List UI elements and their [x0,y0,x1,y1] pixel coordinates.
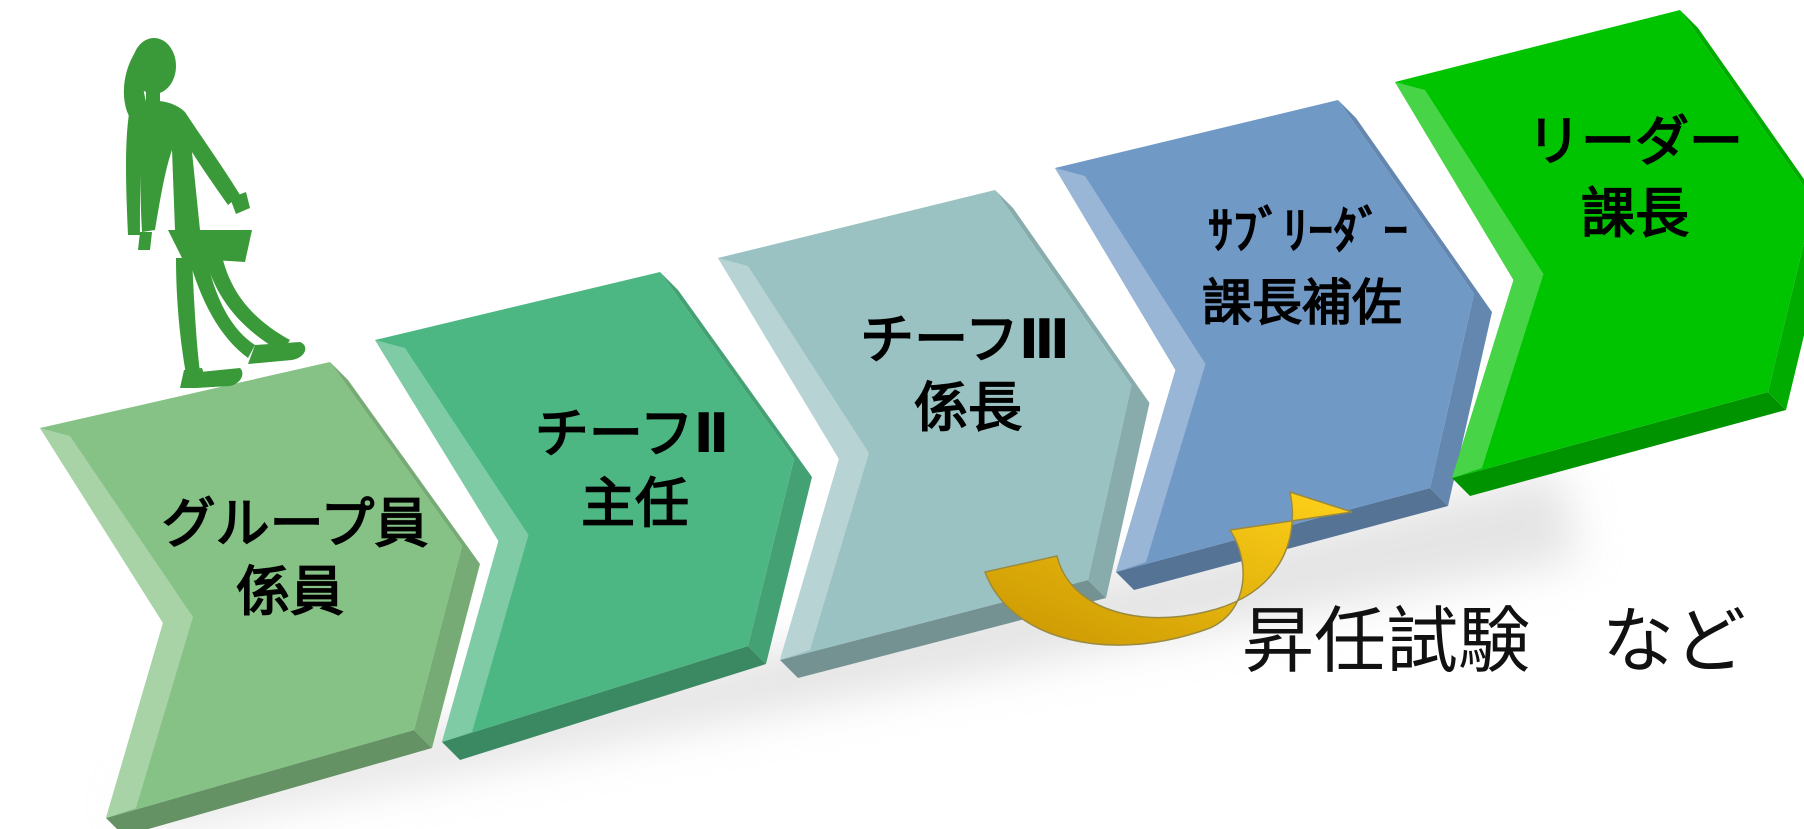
step-2: チーフⅡ 主任 [375,272,812,760]
step-3-position: 係長 [914,376,1023,439]
step-4-right-face [1338,100,1492,506]
step-5-bevel [1395,82,1544,478]
step-2-title: チーフⅡ [535,402,729,465]
step-1-bevel [40,428,193,818]
promotion-arrow [983,490,1353,646]
step-3-bevel [718,258,869,660]
step-4: ｻﾌﾞﾘｰﾀﾞｰ 課長補佐 [1055,100,1492,590]
step-3-title: チーフⅢ [860,308,1070,371]
step-2-bevel [375,340,529,742]
step-1-bottom-face [106,730,432,829]
step-5-right-face [1680,10,1804,410]
step-4-position: 課長補佐 [1202,274,1402,332]
step-1-title: グループ員 [162,492,429,555]
step-2-right-face [660,272,812,664]
walking-woman-icon [123,38,306,388]
step-1-right-face [330,362,480,748]
step-2-position: 主任 [581,472,689,535]
step-5-title: リーダー [1527,110,1743,173]
step-5-position: 課長 [1581,182,1690,245]
promotion-note: 昇任試験 など [1242,599,1746,683]
step-1-position: 係員 [236,560,344,623]
step-3-right-face [995,190,1150,598]
step-2-bottom-face [442,646,766,760]
promotion-arrow-icon [983,490,1353,646]
step-5-bottom-face [1452,392,1786,496]
step-4-title: ｻﾌﾞﾘｰﾀﾞｰ [1208,202,1408,260]
step-4-bevel [1055,168,1206,572]
